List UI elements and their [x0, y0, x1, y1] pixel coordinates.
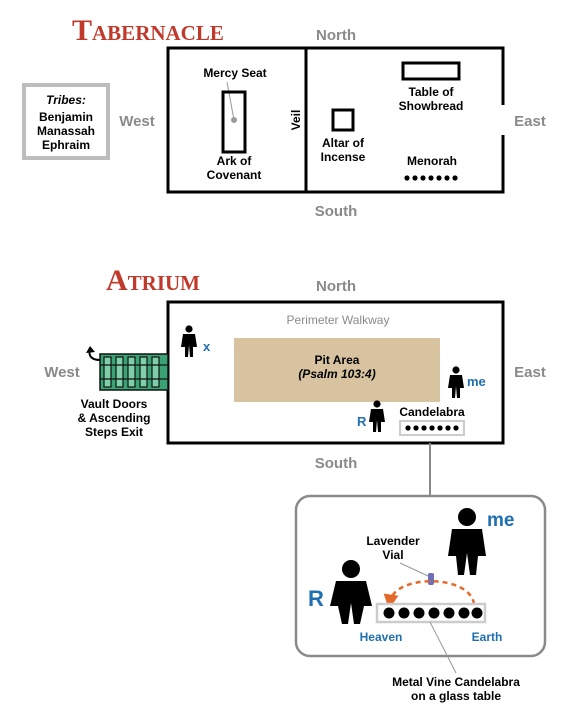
tribes-title: Tribes: [46, 93, 86, 107]
person-me-label: me [467, 374, 486, 389]
menorah-label: Menorah [407, 154, 457, 168]
atrium-west-label: West [44, 364, 80, 381]
atrium-title: Atrium [106, 264, 200, 297]
person-x-icon [181, 325, 197, 357]
person-r-large-icon [330, 560, 372, 624]
vault-doors-icon [99, 353, 169, 391]
table-label-line1: Table of [408, 85, 454, 99]
candelabra-lamps [405, 425, 459, 431]
ark-of-covenant [221, 90, 247, 154]
vault-label-line2: & Ascending [78, 411, 151, 425]
altar-label-line2: Incense [321, 150, 366, 164]
vault-label-line3: Steps Exit [85, 425, 143, 439]
ark-label-line2: Covenant [207, 168, 262, 182]
atrium-south-label: South [315, 455, 358, 472]
atrium-north-label: North [316, 278, 356, 295]
tabernacle-north-label: North [316, 27, 356, 44]
person-me-icon [448, 366, 464, 398]
person-x-label: x [203, 339, 211, 354]
detail-r-label: R [308, 586, 324, 611]
heaven-earth-arc [383, 580, 476, 610]
mercy-seat-label: Mercy Seat [203, 66, 266, 80]
tabernacle-east-label: East [514, 113, 546, 130]
table-label-line2: Showbread [399, 99, 464, 113]
candelabra-large-lamps [383, 607, 483, 619]
caption-line2: on a glass table [411, 689, 501, 703]
vial-label-line2: Vial [382, 548, 403, 562]
lavender-vial-icon [428, 573, 434, 585]
table-of-showbread [401, 61, 461, 81]
ark-label-line1: Ark of [217, 154, 253, 168]
heaven-label: Heaven [360, 630, 403, 644]
person-r-icon [369, 400, 385, 432]
tabernacle-outline [166, 46, 505, 194]
mercy-seat-dot [231, 117, 237, 123]
candelabra-label: Candelabra [399, 405, 465, 419]
tabernacle-south-label: South [315, 203, 358, 220]
vial-label-line1: Lavender [366, 534, 420, 548]
tribe-item: Manassah [37, 124, 95, 138]
mercy-seat-pointer [226, 81, 235, 121]
tribe-item: Ephraim [42, 138, 90, 152]
pit-area-title: Pit Area [315, 353, 360, 367]
detail-me-label: me [487, 510, 514, 531]
tabernacle-title: Tabernacle [72, 14, 224, 47]
tribe-item: Benjamin [39, 110, 93, 124]
pit-area-reference: (Psalm 103:4) [298, 367, 375, 381]
altar-of-incense [331, 108, 355, 132]
exit-arrowhead [86, 346, 95, 353]
person-me-large-icon [448, 508, 486, 575]
atrium-east-label: East [514, 364, 546, 381]
caption-line1: Metal Vine Candelabra [392, 675, 520, 689]
tabernacle-west-label: West [119, 113, 155, 130]
altar-label-line1: Altar of [322, 136, 365, 150]
person-r-label: R [357, 414, 367, 429]
pit-area [234, 338, 440, 402]
tribes-box [22, 83, 110, 160]
menorah-lamps [404, 175, 458, 181]
earth-label: Earth [472, 630, 503, 644]
veil-label: Veil [289, 110, 303, 131]
vault-label-line1: Vault Doors [81, 397, 148, 411]
perimeter-walkway-label: Perimeter Walkway [287, 313, 390, 327]
caption-pointer [429, 621, 457, 674]
vial-pointer [399, 562, 429, 577]
